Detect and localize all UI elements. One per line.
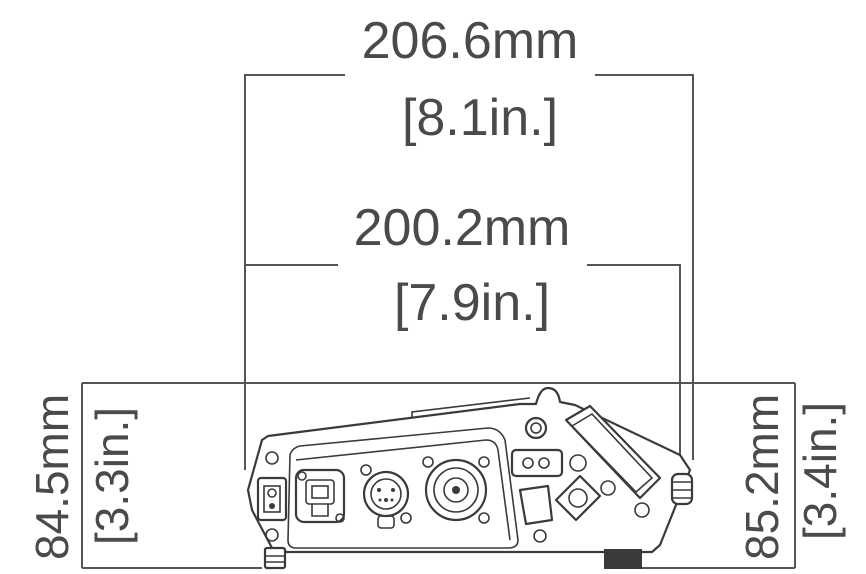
power-connector-icon bbox=[422, 456, 490, 524]
left-height-mm-label: 84.5mm bbox=[26, 394, 78, 560]
body-width-dimension-line bbox=[245, 264, 681, 470]
left-latch-icon bbox=[256, 451, 288, 570]
right-side-panel bbox=[510, 404, 694, 569]
xlr-connector-icon bbox=[360, 464, 412, 529]
left-height-dimension-line bbox=[81, 382, 545, 569]
right-height-mm-label: 85.2mm bbox=[736, 394, 788, 560]
body-width-in-label: [7.9in.] bbox=[394, 274, 550, 332]
overall-width-in-label: [8.1in.] bbox=[402, 89, 558, 147]
body-width-mm-label: 200.2mm bbox=[354, 199, 571, 257]
ethernet-port-icon bbox=[294, 468, 346, 524]
overall-width-dimension-line bbox=[244, 74, 694, 470]
right-height-dimension-line bbox=[545, 382, 796, 569]
device-side-view bbox=[246, 386, 694, 570]
left-height-in-label: [3.3in.] bbox=[86, 407, 138, 545]
overall-width-mm-label: 206.6mm bbox=[362, 12, 579, 70]
right-height-in-label: [3.4in.] bbox=[794, 402, 846, 540]
